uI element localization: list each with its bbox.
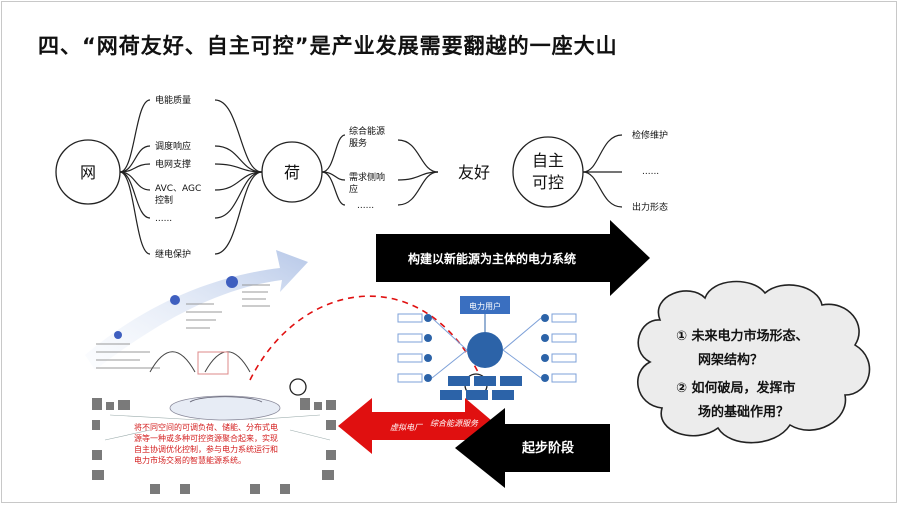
autonomy-item-output-form: 出力形态 xyxy=(632,201,668,213)
dashed-trajectory xyxy=(249,295,479,381)
stage-text-lines xyxy=(96,284,270,369)
dispatch-diagram: 电力用户 xyxy=(397,296,577,400)
vpp-illustration xyxy=(92,395,336,494)
autonomy-branches xyxy=(582,134,623,208)
load-branches xyxy=(321,134,439,206)
vpp-caption-line-1: 将不同空间的可调负荷、储能、分布式电 xyxy=(134,422,278,432)
net-branches xyxy=(119,99,263,255)
net-item-avc-agc: AVC、AGC xyxy=(155,184,201,194)
net-item-dispatch-response: 调度响应 xyxy=(155,140,191,152)
load-item-ying: 应 xyxy=(349,183,358,195)
autonomy-item-maintenance: 检修维护 xyxy=(632,129,668,141)
load-label: 荷 xyxy=(284,163,300,182)
starting-stage-arrow xyxy=(455,408,610,488)
net-item-more: ...... xyxy=(155,214,172,224)
question-cloud xyxy=(637,280,871,444)
autonomy-circle xyxy=(512,136,584,208)
autonomy-label-line2: 可控 xyxy=(532,173,564,192)
vpp-service-double-arrow xyxy=(338,398,498,454)
load-item-integrated-energy: 综合能源 xyxy=(349,125,385,137)
red-arrow-left-label: 虚拟电厂 xyxy=(390,423,424,432)
net-item-relay-protection: 继电保护 xyxy=(155,248,191,260)
friendly-label: 友好 xyxy=(458,163,490,182)
load-item-more: ...... xyxy=(357,201,374,211)
vpp-caption-line-2: 源等一种或多种可控资源聚合起来，实现 xyxy=(134,433,278,443)
build-system-arrow xyxy=(376,220,650,296)
load-curve-thumbnails xyxy=(149,351,251,375)
autonomy-item-more: ...... xyxy=(642,167,659,177)
load-item-service: 服务 xyxy=(349,137,367,149)
autonomy-label-line1: 自主 xyxy=(532,151,564,170)
slide-title: 四、“网荷友好、自主可控”是产业发展需要翻越的一座大山 xyxy=(38,34,618,58)
red-arrow-right-label: 综合能源服务 xyxy=(430,419,479,428)
starting-stage-arrow-label: 起步阶段 xyxy=(521,440,574,456)
dispatch-title: 电力用户 xyxy=(469,301,501,311)
net-item-power-quality: 电能质量 xyxy=(155,94,191,106)
cloud-q2-line2: 场的基础作用？ xyxy=(698,404,789,420)
cloud-q1-line1: ① 未来电力市场形态、 xyxy=(676,328,809,344)
stage-dot-1 xyxy=(114,331,122,339)
stage-dot-2 xyxy=(170,295,180,305)
build-system-arrow-label: 构建以新能源为主体的电力系统 xyxy=(408,251,576,266)
net-label: 网 xyxy=(80,163,96,182)
stage-dot-3 xyxy=(226,276,238,288)
net-item-control: 控制 xyxy=(155,194,173,206)
net-item-grid-support: 电网支撑 xyxy=(155,158,191,170)
vpp-caption-line-4: 电力市场交易的智慧能源系统。 xyxy=(134,455,246,465)
vpp-caption-line-3: 自主协调优化控制，参与电力系统运行和 xyxy=(134,444,278,454)
progress-arrow xyxy=(85,250,308,370)
load-item-demand-response: 需求侧响 xyxy=(349,171,385,183)
cloud-q2-line1: ② 如何破局，发挥市 xyxy=(676,380,796,396)
ball-left xyxy=(289,378,307,396)
cloud-q1-line2: 网架结构？ xyxy=(698,352,763,368)
